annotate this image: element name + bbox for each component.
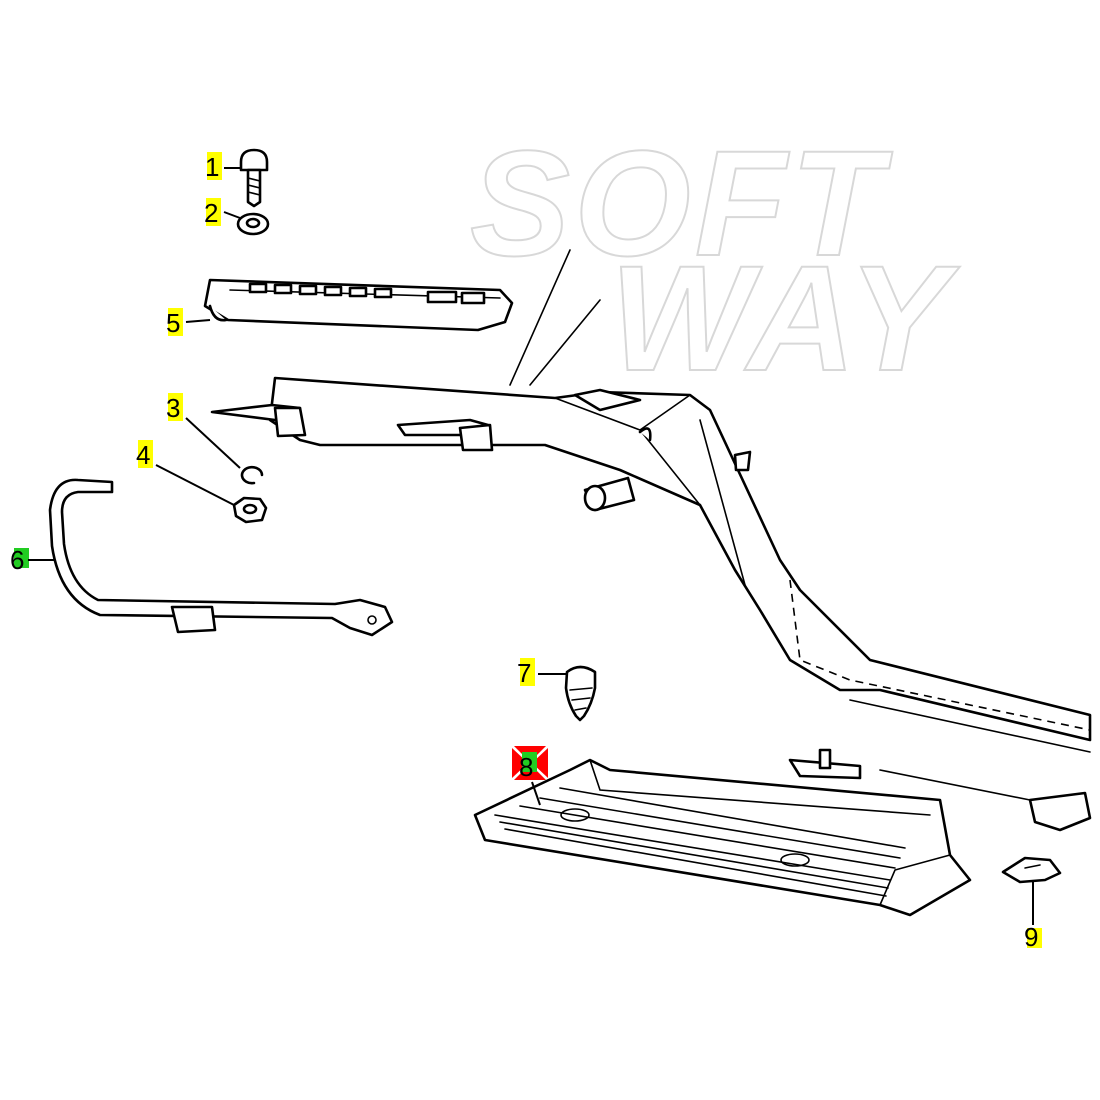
callout-4-highlight [138, 440, 153, 468]
watermark-line-2: WAY [610, 234, 960, 402]
part-9-clip-nut[interactable] [1001, 856, 1062, 884]
part-1-bolt[interactable] [239, 148, 269, 208]
callout-3-label: 3 [166, 393, 180, 423]
part-3-circlip[interactable] [240, 465, 264, 485]
callout-1-label: 1 [205, 152, 219, 182]
part-7-rivet[interactable] [564, 665, 597, 722]
callout-4[interactable]: 4 [136, 440, 235, 506]
callout-5[interactable]: 5 [166, 308, 211, 338]
callout-6-highlight [14, 548, 29, 568]
callout-9-highlight [1027, 928, 1042, 948]
callout-3[interactable]: 3 [166, 393, 241, 469]
part-6-bracket-rod[interactable] [48, 478, 394, 637]
callout-2[interactable]: 2 [204, 198, 241, 228]
callout-7-highlight [520, 658, 535, 686]
callout-3-highlight [168, 393, 183, 421]
watermark: SOFT WAY [469, 118, 960, 403]
callout-7[interactable]: 7 [517, 658, 568, 688]
callout-1-highlight [207, 152, 222, 180]
part-4-nut[interactable] [232, 496, 268, 524]
callout-5-label: 5 [166, 308, 180, 338]
callout-6[interactable]: 6 [10, 545, 55, 575]
part-5-step-pad[interactable] [203, 278, 514, 332]
callout-9[interactable]: 9 [1024, 880, 1042, 952]
callout-8-label: 8 [519, 752, 533, 782]
callout-6-label: 6 [10, 545, 24, 575]
callout-2-label: 2 [204, 198, 218, 228]
callout-8[interactable]: 8 [519, 752, 541, 806]
part-8-step-cover[interactable] [473, 758, 972, 917]
watermark-line-1: SOFT [470, 119, 893, 287]
part-2-washer[interactable] [236, 212, 270, 236]
callout-4-label: 4 [136, 440, 150, 470]
chassis-frame[interactable] [210, 249, 1092, 832]
callout-2-highlight [206, 198, 221, 226]
callout-7-label: 7 [517, 658, 531, 688]
callout-5-highlight [168, 308, 183, 336]
callout-9-label: 9 [1024, 922, 1038, 952]
callout-1[interactable]: 1 [205, 152, 241, 182]
callout-8-highlight [522, 752, 537, 772]
